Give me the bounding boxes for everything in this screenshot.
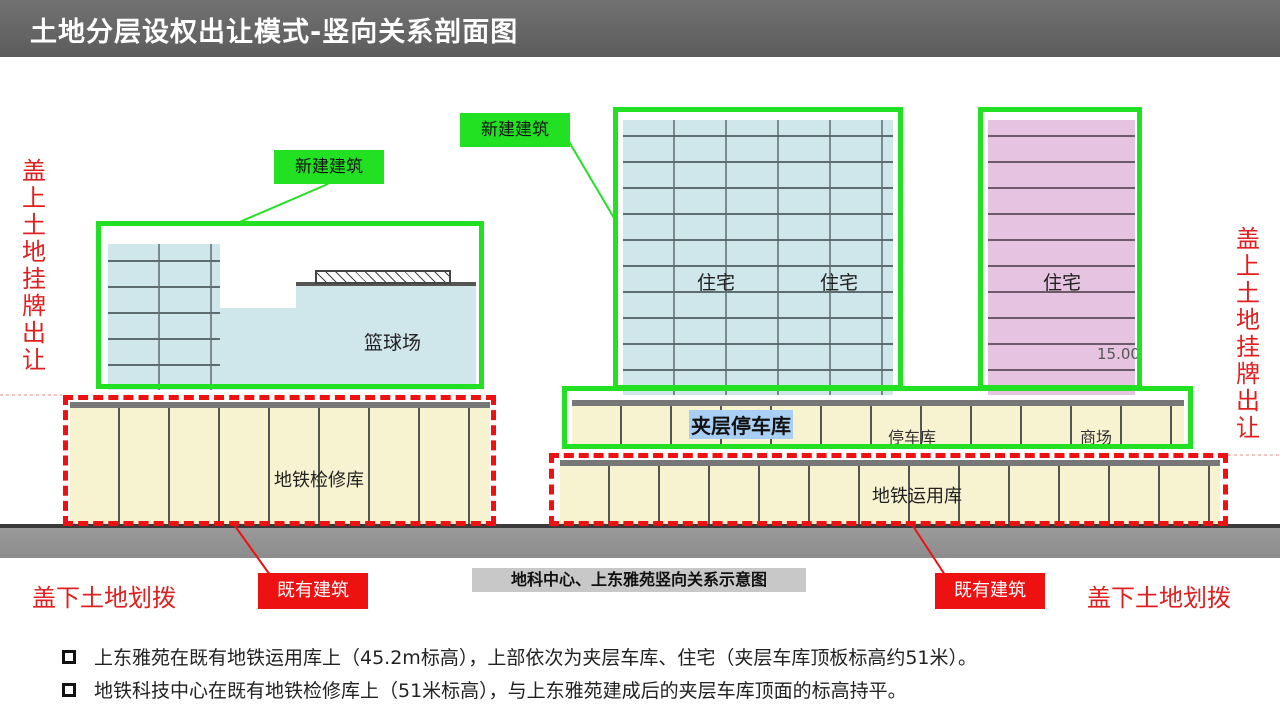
bullet-text: 上东雅苑在既有地铁运用库上（45.2m标高），上部依次为夹层车库、住宅（夹层车库… bbox=[94, 647, 977, 669]
parking-label: 停车库 bbox=[888, 428, 937, 447]
maintenance-depot-label: 地铁检修库 bbox=[274, 470, 364, 491]
bullet-item-1: 上东雅苑在既有地铁运用库上（45.2m标高），上部依次为夹层车库、住宅（夹层车库… bbox=[62, 643, 977, 670]
residential-tower-blue bbox=[623, 120, 893, 395]
residence-label-2: 住宅 bbox=[820, 272, 859, 294]
new-building-box-parking bbox=[562, 386, 1193, 449]
existing-building-box-left bbox=[63, 395, 496, 526]
left-building-block bbox=[108, 244, 220, 390]
maintenance-depot bbox=[70, 402, 490, 524]
mall-label: 商场 bbox=[1080, 428, 1113, 447]
right-bottom-land-label: 盖下土地划拨 bbox=[1087, 584, 1231, 612]
title-bar bbox=[0, 0, 1280, 57]
operation-depot bbox=[560, 460, 1220, 524]
new-building-tag-2: 新建建筑 bbox=[460, 113, 570, 147]
existing-building-box-right bbox=[549, 453, 1228, 526]
bullet-item-2: 地铁科技中心在既有地铁检修库上（51米标高），与上东雅苑建成后的夹层车库顶面的标… bbox=[62, 676, 907, 703]
existing-building-tag-1: 既有建筑 bbox=[258, 573, 368, 609]
right-top-land-label: 盖上土地挂牌出让 bbox=[1236, 225, 1260, 442]
left-top-land-label: 盖上土地挂牌出让 bbox=[22, 157, 46, 374]
basketball-label: 篮球场 bbox=[364, 332, 422, 354]
existing-building-tag-2: 既有建筑 bbox=[935, 573, 1045, 609]
diagram-caption: 地科中心、上东雅苑竖向关系示意图 bbox=[472, 568, 806, 592]
left-bottom-land-label: 盖下土地划拨 bbox=[32, 584, 176, 612]
roof-truss bbox=[315, 270, 451, 284]
elevation-mark: 15.00 bbox=[1097, 345, 1140, 363]
new-building-tag-1: 新建建筑 bbox=[274, 150, 384, 184]
bullet-text: 地铁科技中心在既有地铁检修库上（51米标高），与上东雅苑建成后的夹层车库顶面的标… bbox=[94, 680, 907, 702]
mezzanine-parking bbox=[572, 400, 1184, 446]
left-building-connector bbox=[220, 308, 296, 390]
square-bullet-icon bbox=[62, 682, 76, 697]
square-bullet-icon bbox=[62, 649, 76, 664]
mezzanine-parking-label: 夹层停车库 bbox=[689, 410, 793, 439]
residential-tower-pink bbox=[988, 120, 1135, 395]
residence-label-3: 住宅 bbox=[1043, 272, 1082, 294]
page-title: 土地分层设权出让模式-竖向关系剖面图 bbox=[30, 17, 519, 48]
ground-line bbox=[0, 524, 1280, 558]
residence-label-1: 住宅 bbox=[697, 272, 736, 294]
basketball-court-building bbox=[296, 282, 476, 390]
new-building-box-left bbox=[96, 221, 484, 389]
operation-depot-label: 地铁运用库 bbox=[872, 486, 962, 507]
